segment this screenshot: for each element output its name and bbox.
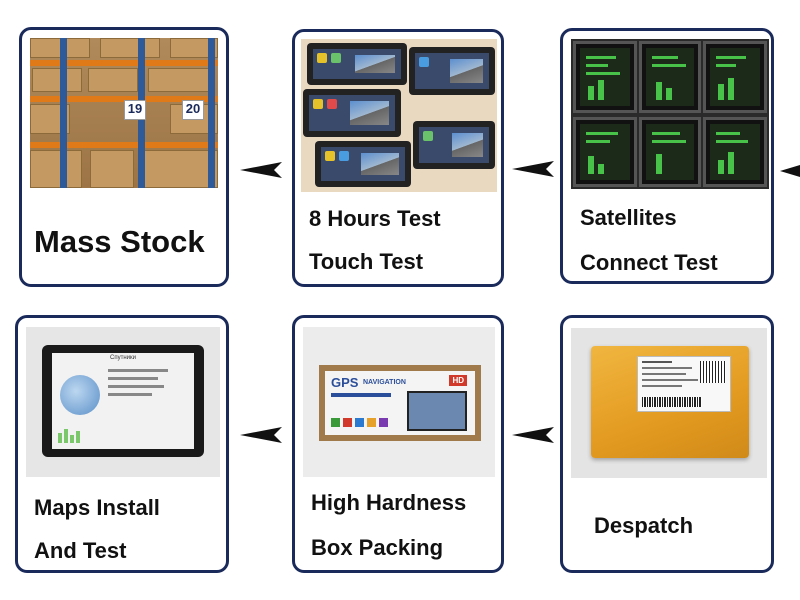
box-brand-subtext: NAVIGATION [363,379,406,386]
step-card-maps-install: Спутники Maps Install And Test [15,315,229,573]
rack-tag-19: 19 [124,100,146,120]
satellite-screens-photo [571,39,769,189]
step-label-line-1: Despatch [594,513,694,538]
arrow-right-icon [512,161,554,177]
step-label-line-1: Mass Stock [34,224,205,259]
satellite-globe-icon [60,375,100,415]
step-label-line-2: And Test [34,538,127,563]
arrow-right-icon [780,165,800,177]
packing-box-photo: GPS NAVIGATION HD [303,327,495,477]
step-label-line-1: High Hardness [311,490,467,515]
arrow-right-icon [240,162,282,178]
step-label-line-2: Box Packing [311,535,444,560]
step-label-line-1: 8 Hours Test [309,206,441,231]
arrow-right-icon [512,427,554,443]
step-card-box-packing: GPS NAVIGATION HD High Hardness Box Pack… [292,315,504,573]
step-card-satellites: Satellites Connect Test [560,28,774,284]
step-label-line-2: Connect Test [580,250,718,275]
step-card-despatch: Despatch [560,315,774,573]
warehouse-photo: 19 20 [30,38,218,188]
screen-title: Спутники [110,355,136,361]
step-label-line-1: Maps Install [34,495,160,520]
step-label-line-1: Satellites [580,205,677,230]
arrow-right-icon [240,427,282,443]
box-brand-text: GPS [331,375,359,390]
step-card-hours-test: 8 Hours Test Touch Test [292,29,504,287]
box-hd-badge: HD [449,375,467,386]
step-label-line-2: Touch Test [309,249,424,274]
shipping-label [637,356,731,412]
rack-tag-20: 20 [182,100,204,120]
step-card-mass-stock: 19 20 Mass Stock [19,27,229,287]
gps-device-photo: Спутники [26,327,220,477]
tablets-photo [301,39,497,192]
sealed-package-photo [571,328,767,478]
